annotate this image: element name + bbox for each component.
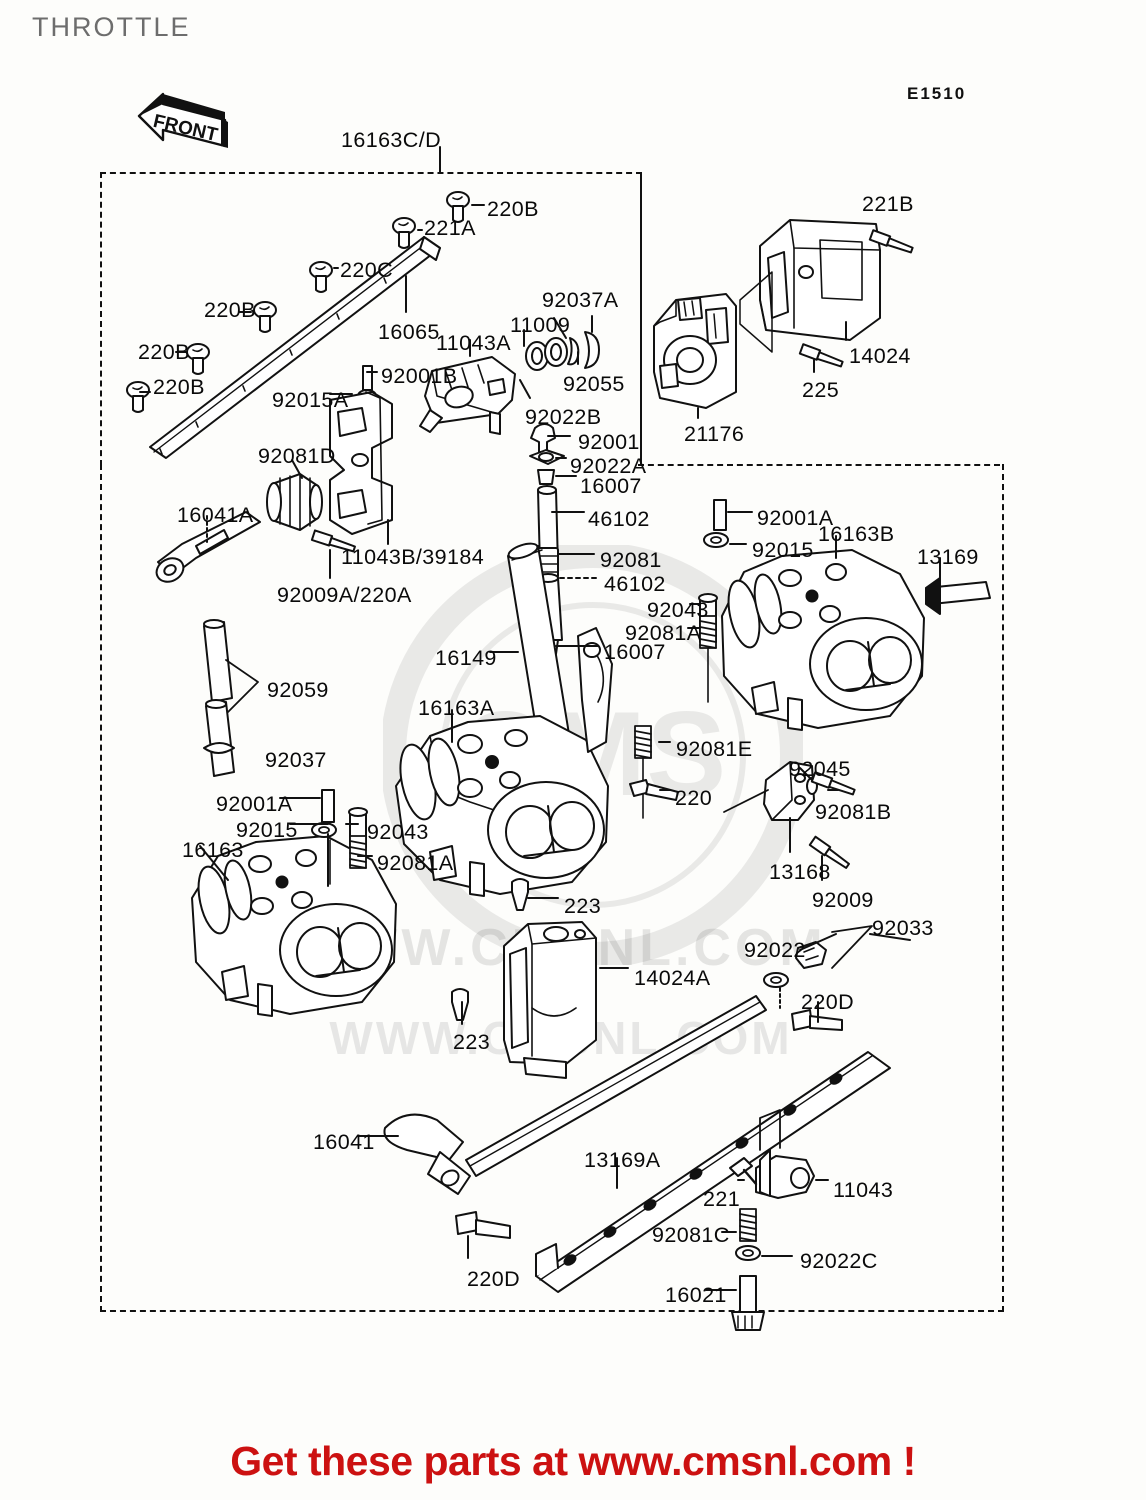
diagram-code: E1510 [907,84,967,103]
part-callout-16163C-D[interactable]: 16163C/D [340,128,442,152]
part-callout-92001A[interactable]: 92001A [216,792,293,816]
part-callout-92081C[interactable]: 92081C [652,1223,730,1247]
part-callout-16163B[interactable]: 16163B [818,522,895,546]
part-callout-16007[interactable]: 16007 [604,640,666,664]
part-callout-92045[interactable]: 92045 [789,757,851,781]
part-callout-92081D[interactable]: 92081D [258,444,336,468]
part-221B-bolt [868,229,915,256]
part-callout-11043[interactable]: 11043 [833,1178,894,1202]
part-callout-16163A[interactable]: 16163A [418,696,495,720]
part-callout-220B[interactable]: 220B [204,298,256,322]
part-callout-16065[interactable]: 16065 [378,320,440,344]
part-callout-92015A[interactable]: 92015A [272,388,349,412]
part-callout-92081A[interactable]: 92081A [625,621,702,645]
part-callout-14024[interactable]: 14024 [849,344,911,368]
part-callout-92022B[interactable]: 92022B [525,405,602,429]
part-callout-16041A[interactable]: 16041A [177,503,254,527]
part-callout-92022A[interactable]: 92022A [570,454,647,478]
front-direction-marker: FRONT [133,90,233,158]
part-callout-220B[interactable]: 220B [487,197,539,221]
part-callout-225[interactable]: 225 [802,378,840,402]
page-title: THROTTLE [32,12,191,42]
part-14024-cover [759,219,881,341]
part-callout-92001[interactable]: 92001 [578,430,640,454]
part-callout-92037[interactable]: 92037 [265,748,327,772]
part-21176-sensor [653,293,737,409]
part-callout-16007[interactable]: 16007 [580,474,642,498]
part-callout-92081B[interactable]: 92081B [815,800,892,824]
part-callout-92055[interactable]: 92055 [563,372,625,396]
part-callout-223[interactable]: 223 [453,1030,491,1054]
footer-cta[interactable]: Get these parts at www.cmsnl.com ! [230,1438,916,1484]
part-callout-92081[interactable]: 92081 [600,548,662,572]
part-225-bolt [798,343,845,370]
part-callout-92009[interactable]: 92009 [812,888,874,912]
part-callout-13169[interactable]: 13169 [917,545,979,569]
part-callout-16021[interactable]: 16021 [665,1283,727,1307]
part-callout-220C[interactable]: 220C [340,258,393,282]
part-callout-92081A[interactable]: 92081A [377,851,454,875]
part-callout-21176[interactable]: 21176 [684,422,745,446]
part-callout-92009A-220A[interactable]: 92009A/220A [277,583,412,607]
part-callout-92001B[interactable]: 92001B [381,364,458,388]
part-callout-92015[interactable]: 92015 [752,538,814,562]
part-callout-92001A[interactable]: 92001A [757,506,834,530]
group-frame-main [100,464,1004,1312]
part-callout-46102[interactable]: 46102 [588,507,650,531]
part-callout-11043B-39184[interactable]: 11043B/39184 [341,545,485,569]
part-callout-221[interactable]: 221 [703,1187,741,1211]
part-callout-92022[interactable]: 92022 [744,938,806,962]
part-callout-14024A[interactable]: 14024A [634,966,711,990]
part-callout-16149[interactable]: 16149 [435,646,497,670]
part-callout-92022C[interactable]: 92022C [800,1249,878,1273]
part-callout-220[interactable]: 220 [675,786,713,810]
part-callout-11043A[interactable]: 11043A [436,331,511,355]
part-callout-221A[interactable]: 221A [424,216,476,240]
part-callout-92043[interactable]: 92043 [367,820,429,844]
part-callout-92059[interactable]: 92059 [267,678,329,702]
part-callout-92037A[interactable]: 92037A [542,288,619,312]
part-callout-220D[interactable]: 220D [467,1267,520,1291]
part-callout-220B[interactable]: 220B [153,375,205,399]
part-callout-92033[interactable]: 92033 [872,916,934,940]
part-callout-11009[interactable]: 11009 [510,313,571,337]
part-callout-16041[interactable]: 16041 [313,1130,375,1154]
part-callout-16163[interactable]: 16163 [182,838,244,862]
part-callout-13168[interactable]: 13168 [769,860,831,884]
part-callout-13169A[interactable]: 13169A [584,1148,661,1172]
group-frame-upper-left [100,172,642,466]
part-callout-220B[interactable]: 220B [138,340,190,364]
part-callout-220D[interactable]: 220D [801,990,854,1014]
part-callout-92081E[interactable]: 92081E [676,737,753,761]
part-callout-46102[interactable]: 46102 [604,572,666,596]
group-frame-upper-right-divider [638,464,1000,466]
part-callout-92043[interactable]: 92043 [647,598,709,622]
part-callout-223[interactable]: 223 [564,894,602,918]
part-callout-221B[interactable]: 221B [862,192,914,216]
part-callout-92015[interactable]: 92015 [236,818,298,842]
